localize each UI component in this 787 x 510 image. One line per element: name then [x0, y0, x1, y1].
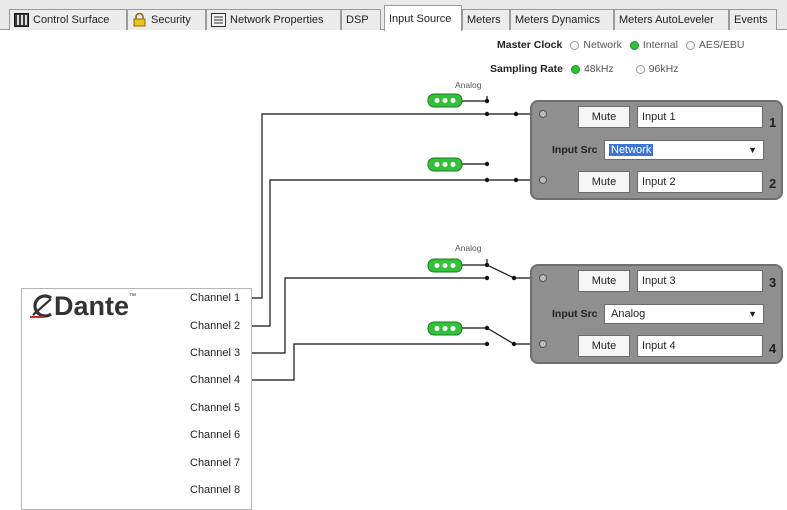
radio-on	[570, 64, 580, 74]
sampling-rate-48khz-radio[interactable]: 48kHz	[570, 63, 614, 75]
dante-logo: Dante ™	[29, 291, 137, 321]
input-src-select-2[interactable]: Analog ▼	[604, 304, 764, 324]
radio-on	[629, 40, 639, 50]
control-surface-icon	[14, 13, 29, 27]
analog-connector-3-icon	[427, 258, 463, 273]
mute-button-input-1[interactable]: Mute	[578, 106, 630, 128]
dante-device-box	[21, 288, 252, 510]
analog-label-1: Analog	[455, 80, 482, 90]
wire-channel-3	[252, 277, 487, 354]
analog-label-3: Analog	[455, 243, 482, 253]
input-src-value: Network	[609, 144, 654, 156]
input-number-4: 4	[769, 341, 777, 356]
tab-input-source[interactable]: Input Source	[384, 5, 462, 31]
tab-network-properties[interactable]: Network Properties	[206, 9, 341, 30]
input-src-select-1[interactable]: Network ▼	[604, 140, 764, 160]
chevron-down-icon: ▼	[748, 309, 757, 319]
input-number-1: 1	[769, 115, 777, 130]
tab-label: Meters Dynamics	[515, 13, 600, 26]
chevron-down-icon: ▼	[748, 145, 757, 155]
tab-dsp[interactable]: DSP	[341, 9, 381, 30]
tab-label: DSP	[346, 13, 369, 26]
dante-channel-6[interactable]: Channel 6	[190, 429, 241, 441]
dante-channel-3[interactable]: Channel 3	[190, 347, 241, 359]
tab-meters-autoleveler[interactable]: Meters AutoLeveler	[614, 9, 729, 30]
dante-channel-1[interactable]: Channel 1	[190, 292, 241, 304]
tab-label: Network Properties	[230, 13, 324, 26]
input-number-2: 2	[769, 176, 777, 191]
radio-off	[570, 40, 580, 50]
mute-button-input-2[interactable]: Mute	[578, 171, 630, 193]
dante-channel-5[interactable]: Channel 5	[190, 402, 241, 414]
dante-channel-4[interactable]: Channel 4	[190, 374, 241, 386]
mute-button-input-4[interactable]: Mute	[578, 335, 630, 357]
input-1-name-field[interactable]: Input 1	[637, 106, 763, 128]
input-2-port-icon	[539, 176, 547, 184]
tab-security[interactable]: Security	[127, 9, 206, 30]
master-clock-aesebu-radio[interactable]: AES/EBU	[685, 39, 745, 51]
input-2-name-field[interactable]: Input 2	[637, 171, 763, 193]
mute-button-input-3[interactable]: Mute	[578, 270, 630, 292]
dante-channel-8[interactable]: Channel 8	[190, 484, 241, 496]
radio-label: 96kHz	[648, 63, 679, 75]
tab-meters[interactable]: Meters	[462, 9, 510, 30]
tab-bar: Control Surface Security Network Propert…	[0, 0, 787, 31]
dante-channel-7[interactable]: Channel 7	[190, 457, 241, 469]
master-clock-row: Master Clock Network Internal AES/EBU	[497, 39, 744, 51]
master-clock-label: Master Clock	[497, 39, 563, 51]
tab-label: Input Source	[389, 12, 452, 25]
tab-label: Meters AutoLeveler	[619, 13, 714, 26]
input-src-label-2: Input Src	[552, 308, 598, 320]
wire-channel-2	[252, 179, 487, 327]
dante-channel-2[interactable]: Channel 2	[190, 320, 241, 332]
radio-off	[685, 40, 695, 50]
tab-label: Security	[151, 13, 191, 26]
wire-channel-4	[252, 343, 487, 381]
tab-label: Meters	[467, 13, 501, 26]
input-number-3: 3	[769, 275, 777, 290]
tab-label: Control Surface	[33, 13, 110, 26]
analog-connector-4-icon	[427, 321, 463, 336]
sampling-rate-row: Sampling Rate 48kHz 96kHz	[490, 63, 678, 75]
input-4-name-field[interactable]: Input 4	[637, 335, 763, 357]
dante-logo-icon	[30, 294, 52, 318]
wire-channel-1	[252, 113, 487, 299]
dante-trademark: ™	[129, 293, 137, 300]
routing-diagram	[252, 93, 542, 381]
input-3-name-field[interactable]: Input 3	[637, 270, 763, 292]
radio-label: Internal	[642, 39, 678, 51]
input-3-port-icon	[539, 274, 547, 282]
switch-4[interactable]	[486, 327, 515, 345]
input-source-page: Master Clock Network Internal AES/EBU Sa…	[0, 30, 787, 510]
radio-label: 48kHz	[583, 63, 614, 75]
analog-connector-1-icon	[427, 93, 463, 108]
radio-label: Network	[583, 39, 622, 51]
radio-label: AES/EBU	[698, 39, 745, 51]
radio-off	[635, 64, 645, 74]
tab-events[interactable]: Events	[729, 9, 777, 30]
switch-3[interactable]	[486, 264, 515, 279]
network-properties-icon	[211, 13, 226, 27]
input-src-value: Analog	[611, 308, 646, 320]
tab-label: Events	[734, 13, 768, 26]
input-src-label-1: Input Src	[552, 144, 598, 156]
sampling-rate-96khz-radio[interactable]: 96kHz	[635, 63, 679, 75]
tab-meters-dynamics[interactable]: Meters Dynamics	[510, 9, 614, 30]
lock-icon	[133, 13, 146, 27]
input-4-port-icon	[539, 340, 547, 348]
sampling-rate-label: Sampling Rate	[490, 63, 563, 75]
tab-control-surface[interactable]: Control Surface	[9, 9, 127, 30]
analog-connector-2-icon	[427, 157, 463, 172]
dante-logo-text: Dante	[54, 291, 130, 321]
input-1-port-icon	[539, 110, 547, 118]
master-clock-network-radio[interactable]: Network	[570, 39, 622, 51]
master-clock-internal-radio[interactable]: Internal	[629, 39, 678, 51]
